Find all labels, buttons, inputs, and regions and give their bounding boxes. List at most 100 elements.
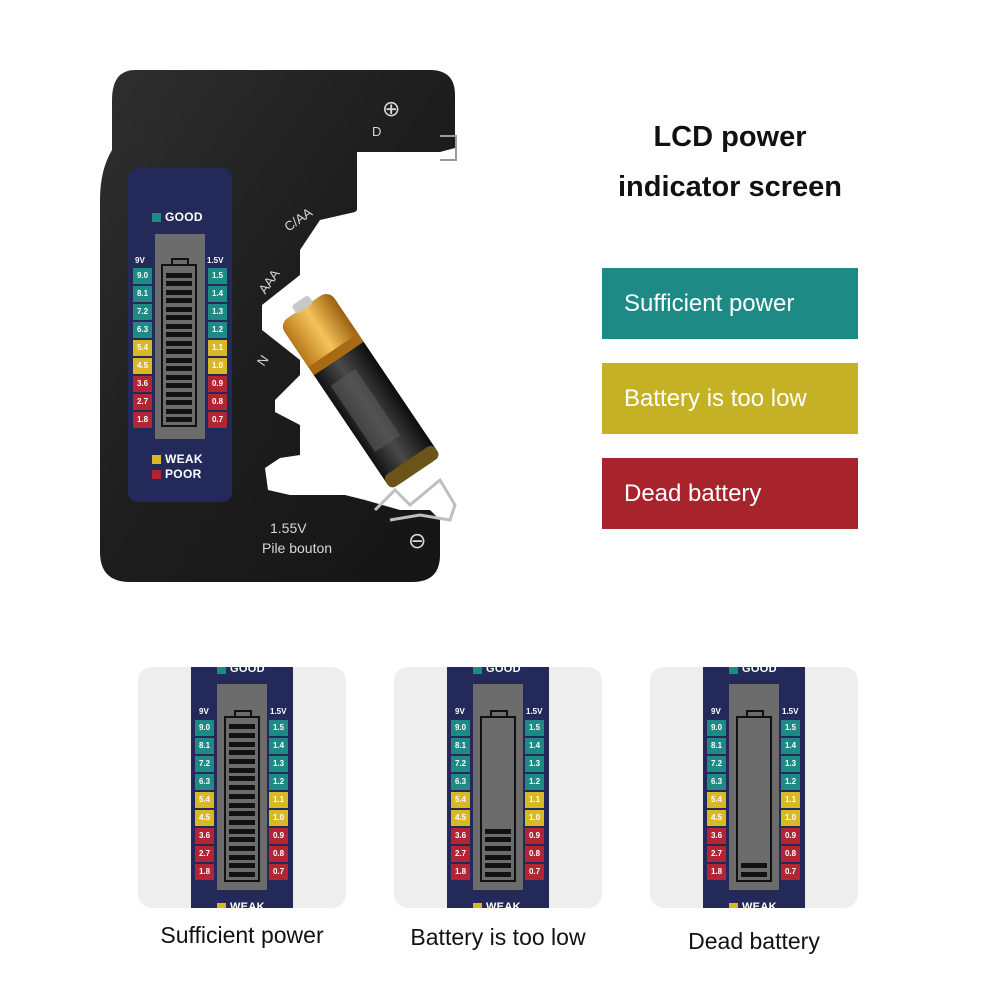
mini-weak-indicator: WEAK bbox=[217, 901, 265, 908]
good-swatch bbox=[152, 212, 161, 222]
voltage-cell: 3.6 bbox=[133, 376, 152, 392]
level-bar bbox=[166, 400, 192, 405]
slot-d-label: D bbox=[372, 124, 382, 139]
level-bar bbox=[166, 383, 192, 388]
voltage-cell: 1.3 bbox=[525, 756, 544, 772]
level-bar bbox=[166, 281, 192, 286]
voltage-cell: 4.5 bbox=[133, 358, 152, 374]
voltage-cell: 0.8 bbox=[781, 846, 800, 862]
voltage-cell: 0.9 bbox=[208, 376, 227, 392]
voltage-cell: 1.8 bbox=[133, 412, 152, 428]
level-bar bbox=[229, 811, 255, 817]
level-bar bbox=[166, 357, 192, 363]
level-bar bbox=[485, 828, 511, 834]
voltage-cell: 1.2 bbox=[781, 774, 800, 790]
mini-good-indicator: GOOD bbox=[473, 667, 521, 675]
voltage-cell: 6.3 bbox=[133, 322, 152, 338]
voltage-cell: 0.7 bbox=[208, 412, 227, 428]
voltage-cell: 1.5 bbox=[781, 720, 800, 736]
level-bar bbox=[229, 802, 255, 808]
level-bar bbox=[229, 872, 255, 877]
weak-swatch bbox=[152, 454, 161, 464]
headline-line-2: indicator screen bbox=[617, 171, 843, 203]
voltage-cell: 5.4 bbox=[707, 792, 726, 808]
level-bar bbox=[485, 863, 511, 869]
level-bar bbox=[166, 417, 192, 422]
level-bar bbox=[166, 332, 192, 337]
one-point-five-volt-header: 1.5V bbox=[270, 707, 287, 716]
level-bar bbox=[229, 741, 255, 747]
level-bar bbox=[229, 845, 255, 851]
voltage-cell: 0.8 bbox=[269, 846, 288, 862]
legend-label: Dead battery bbox=[624, 479, 762, 507]
nine-volt-header: 9V bbox=[711, 707, 721, 716]
level-bar bbox=[229, 837, 255, 843]
nine-volt-header: 9V bbox=[455, 707, 465, 716]
caption-battery-too-low: Battery is too low bbox=[410, 924, 586, 950]
voltage-cell: 1.3 bbox=[208, 304, 227, 320]
voltage-cell: 1.8 bbox=[195, 864, 214, 880]
voltage-cell: 0.7 bbox=[269, 864, 288, 880]
level-bar bbox=[229, 776, 255, 782]
legend-dead-battery: Dead battery bbox=[602, 458, 858, 529]
voltage-cell: 1.1 bbox=[208, 340, 227, 356]
legend-sufficient-power: Sufficient power bbox=[602, 268, 858, 339]
battery-gauge bbox=[155, 234, 205, 439]
voltage-cell: 7.2 bbox=[451, 756, 470, 772]
voltage-cell: 4.5 bbox=[451, 810, 470, 826]
voltage-cell: 1.2 bbox=[208, 322, 227, 338]
voltage-cell: 1.0 bbox=[269, 810, 288, 826]
mini-weak-indicator: WEAK bbox=[729, 901, 777, 908]
voltage-cell: 3.6 bbox=[451, 828, 470, 844]
level-bar bbox=[485, 837, 511, 843]
voltage-cell: 1.3 bbox=[269, 756, 288, 772]
mini-weak-indicator: WEAK bbox=[473, 901, 521, 908]
level-bar bbox=[166, 408, 192, 414]
level-bar bbox=[229, 854, 255, 860]
gauge-battery-cap bbox=[746, 710, 764, 718]
one-point-five-volt-header: 1.5V bbox=[207, 256, 224, 265]
voltage-cell: 1.0 bbox=[781, 810, 800, 826]
gauge-level-bars bbox=[229, 721, 255, 877]
level-bar bbox=[166, 374, 192, 380]
good-label: GOOD bbox=[486, 667, 521, 675]
level-bar bbox=[166, 272, 192, 278]
level-bar bbox=[166, 289, 192, 295]
button-cell-label: Pile bouton bbox=[262, 540, 333, 556]
level-bar bbox=[229, 767, 255, 773]
voltage-cell: 2.7 bbox=[451, 846, 470, 862]
voltage-cell: 1.0 bbox=[525, 810, 544, 826]
gauge-battery-body bbox=[480, 716, 516, 882]
gauge-battery-body bbox=[736, 716, 772, 882]
voltage-cell: 0.9 bbox=[781, 828, 800, 844]
battery-gauge bbox=[729, 684, 779, 890]
weak-label: WEAK bbox=[486, 901, 521, 908]
voltage-cell: 0.7 bbox=[781, 864, 800, 880]
good-label: GOOD bbox=[742, 667, 777, 675]
gauge-battery-body bbox=[161, 264, 197, 427]
level-bar bbox=[166, 315, 192, 320]
voltage-cell: 1.2 bbox=[525, 774, 544, 790]
weak-label: WEAK bbox=[230, 901, 265, 908]
good-swatch bbox=[217, 667, 226, 674]
voltage-cell: 6.3 bbox=[451, 774, 470, 790]
voltage-cell: 1.5 bbox=[269, 720, 288, 736]
weak-label: WEAK bbox=[742, 901, 777, 908]
level-bar bbox=[166, 391, 192, 397]
voltage-cell: 7.2 bbox=[133, 304, 152, 320]
poor-indicator: POOR bbox=[152, 467, 202, 481]
voltage-cell: 5.4 bbox=[451, 792, 470, 808]
voltage-cell: 0.9 bbox=[269, 828, 288, 844]
voltage-cell: 4.5 bbox=[707, 810, 726, 826]
voltage-cell: 7.2 bbox=[707, 756, 726, 772]
level-bar bbox=[166, 298, 192, 303]
legend-battery-too-low: Battery is too low bbox=[602, 363, 858, 434]
voltage-cell: 9.0 bbox=[133, 268, 152, 284]
